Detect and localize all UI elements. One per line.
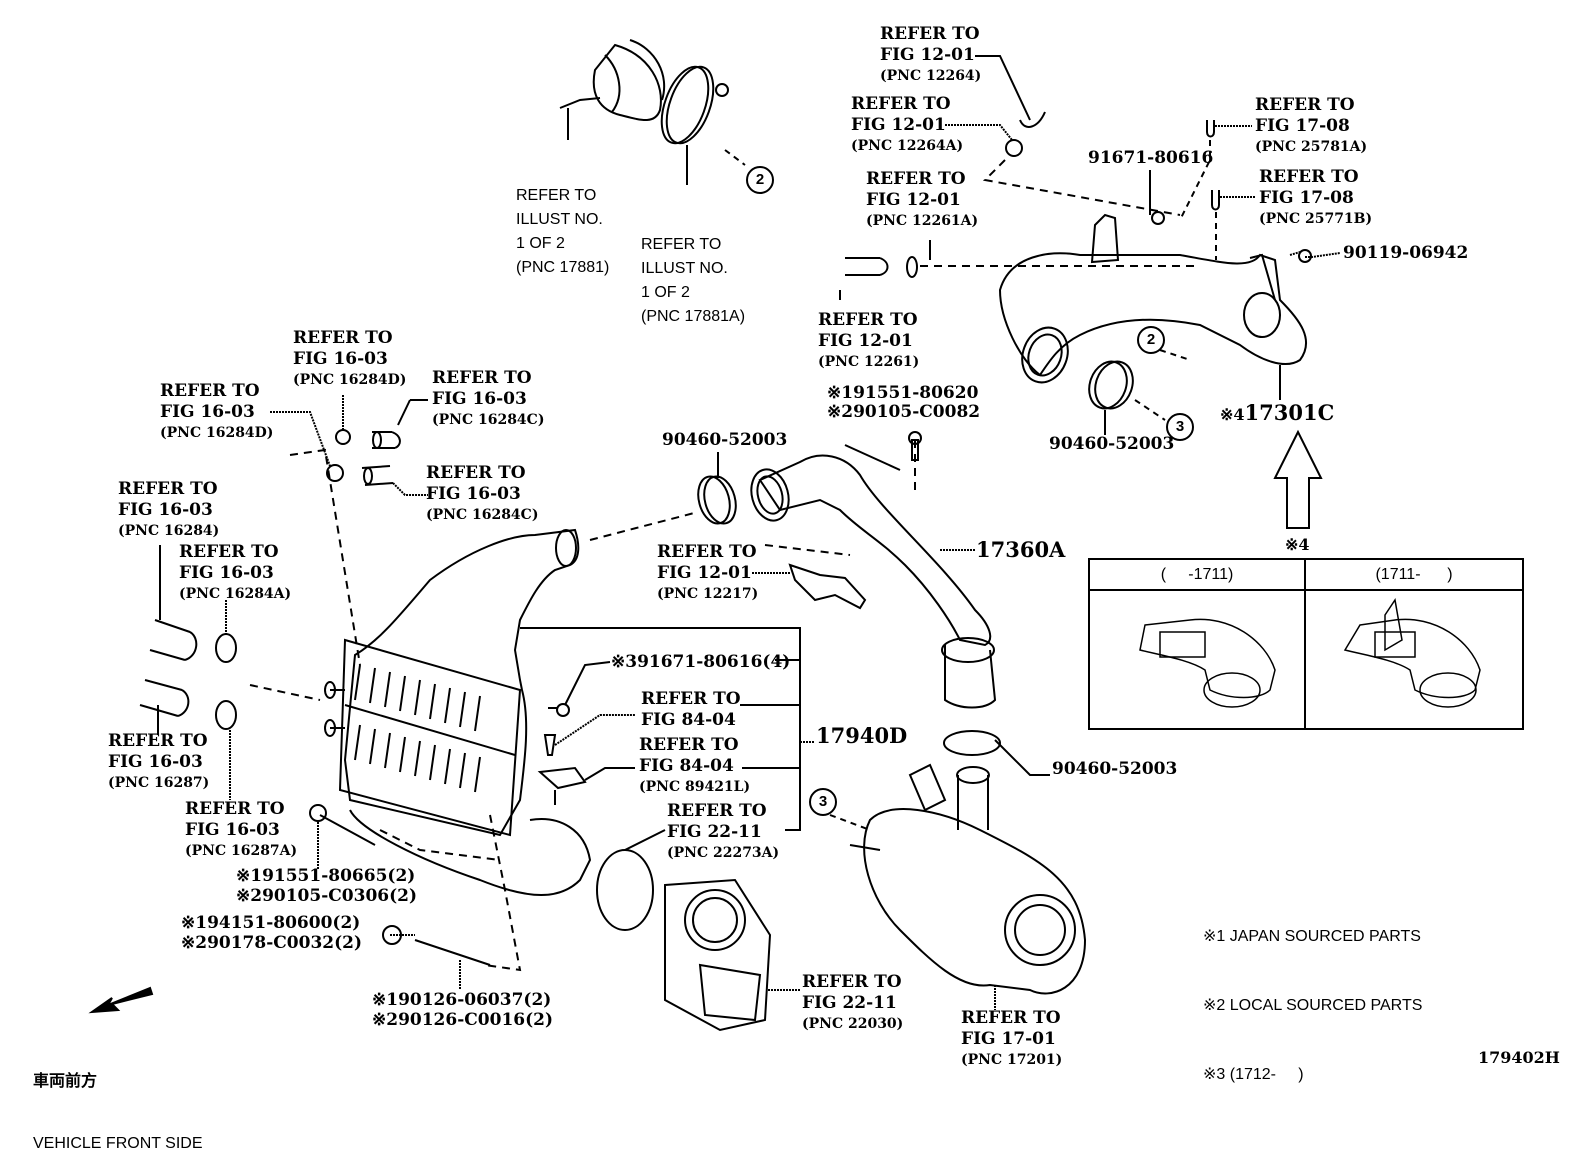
part-number[interactable]: 90119-06942 xyxy=(1343,243,1469,263)
callout-circle: 3 xyxy=(809,788,837,816)
intercooler-17940d xyxy=(324,528,815,896)
part-number-group[interactable]: ※194151-80600(2)※290178-C0032(2) xyxy=(181,913,363,953)
turbocharger-17201 xyxy=(849,730,1087,995)
part-number-group[interactable]: ※191551-80665(2)※290105-C0306(2) xyxy=(236,866,418,906)
inset-variant-after-1711 xyxy=(1343,598,1481,708)
note-item: ※3 (1712- ) xyxy=(1203,1066,1304,1083)
hose-segment-17881 xyxy=(559,39,666,140)
part-number-17301c[interactable]: ※417301C xyxy=(1220,400,1334,425)
part-number-group[interactable]: ※190126-06037(2)※290126-C0016(2) xyxy=(372,990,554,1030)
parts-illustration xyxy=(88,39,1481,1032)
variant-inset-table: ( -1711) (1711- ) xyxy=(1088,558,1524,730)
note-item: ※2 LOCAL SOURCED PARTS xyxy=(1203,997,1423,1014)
part-number-17360a[interactable]: 17360A xyxy=(976,537,1066,562)
hose-clamp-17881a xyxy=(660,65,746,185)
part-number-group[interactable]: ※191551-80620※290105-C0082 xyxy=(827,383,981,422)
inset-column-header: (1711- ) xyxy=(1306,560,1522,591)
illustration-id: 179402H xyxy=(1478,1048,1560,1067)
part-number[interactable]: ※391671-80616(4) xyxy=(611,652,791,672)
vehicle-front-arrow-icon xyxy=(88,986,154,1014)
notes-legend: ※1 JAPAN SOURCED PARTS ※2 LOCAL SOURCED … xyxy=(1203,879,1422,1109)
part-number[interactable]: 90460-52003 xyxy=(1049,434,1175,454)
part-number-17940d[interactable]: 17940D xyxy=(816,723,908,748)
part-number-label: 17301C xyxy=(1244,400,1335,425)
inset-column-header: ( -1711) xyxy=(1090,560,1306,591)
callout-circle: 2 xyxy=(746,166,774,194)
callout-circle: 2 xyxy=(1137,326,1165,354)
part-number[interactable]: 90460-52003 xyxy=(1052,759,1178,779)
direction-label-english: VEHICLE FRONT SIDE xyxy=(33,1135,203,1152)
inset-divider xyxy=(1304,560,1306,728)
part-number[interactable]: 91671-80616 xyxy=(1088,148,1214,168)
note-item: ※1 JAPAN SOURCED PARTS xyxy=(1203,928,1421,945)
inset-marker: ※4 xyxy=(1285,535,1310,554)
vehicle-front-side-label: 車両前方 VEHICLE FRONT SIDE xyxy=(33,1028,203,1175)
air-hose-17360a xyxy=(750,431,997,709)
throttle-body-22030 xyxy=(664,878,772,1032)
intercooler-air-pipe-17301c xyxy=(998,213,1307,400)
up-arrow-icon xyxy=(1273,429,1323,529)
note-marker: ※4 xyxy=(1220,405,1245,424)
inset-variant-before-1711 xyxy=(1139,618,1276,708)
part-number[interactable]: 90460-52003 xyxy=(662,430,788,450)
callout-circle: 3 xyxy=(1166,413,1194,441)
direction-label-japanese: 車両前方 xyxy=(33,1071,98,1090)
